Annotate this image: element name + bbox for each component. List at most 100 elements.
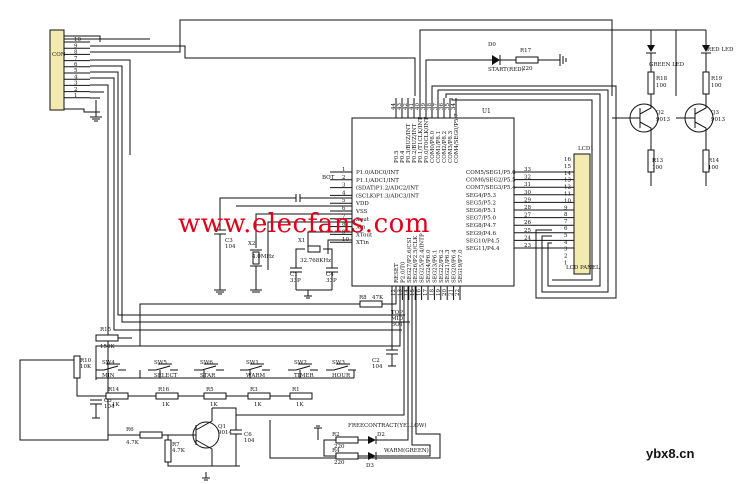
d0-label: START(RED)	[488, 66, 524, 73]
connector-ref: CON	[52, 52, 66, 58]
r6-ref: R6	[126, 427, 134, 433]
switch-ref: SW6	[200, 360, 213, 366]
d3-ref: D3	[366, 463, 374, 469]
mcu-pin-name: COM4/SEG0/P5.7	[454, 113, 460, 163]
mcu-pin-name: SEG7/P5.0	[466, 216, 496, 222]
mcu-pin-number: 41	[409, 103, 415, 110]
capacitor-c6: C6 104	[230, 429, 255, 466]
lcd-pin-number: 8	[564, 212, 568, 218]
mcu-pin-number: 3	[342, 183, 346, 189]
resistor-r3: R3 1K	[247, 387, 271, 408]
green-led: GREEN LED	[611, 30, 685, 72]
resistor-value: 1K	[210, 402, 218, 408]
switch-ref: SW3	[332, 360, 345, 366]
resistor-value: 1K	[112, 402, 120, 408]
resistor-value: 1K	[254, 402, 262, 408]
r14b-value: 100	[708, 165, 719, 171]
lcd-pin-number: 9	[564, 205, 568, 211]
c5-ref: C5	[104, 398, 112, 404]
mcu-pin-name: COM7/SEG3/P5.4	[466, 185, 516, 191]
c2-ref: C2	[372, 358, 380, 364]
mcu-pin-number: 35	[445, 103, 451, 110]
q2-ref: Q2	[656, 110, 664, 116]
mcu-pin-name: COM2/P8.2	[442, 131, 448, 163]
net-label-bot-2: BOT	[391, 322, 404, 328]
switch-contact	[288, 363, 318, 371]
d3-label: WARM(GREEN)	[384, 447, 429, 454]
mcu-pin-name: VDD	[355, 201, 369, 207]
resistor-r13: R13 100	[647, 149, 664, 186]
led-d2-freecontract: FREECONTRACT(YELLOW) D2	[348, 422, 427, 444]
mcu-pin-number: 42	[403, 103, 409, 110]
resistor-ref: R1	[292, 387, 300, 393]
red-led-label: RED LED	[707, 47, 734, 53]
c3-value: 104	[225, 244, 236, 250]
resistor-body	[105, 392, 129, 400]
connector-pin-number: 2	[74, 87, 78, 93]
mcu-pin-number: 40	[415, 103, 421, 110]
mcu-pin-number: 20	[442, 289, 448, 296]
watermark-text: www.elecfans.com	[178, 209, 430, 239]
q2-value: 9013	[656, 117, 670, 123]
r4-ref: R4	[332, 448, 340, 454]
lcd-pin-number: 6	[564, 226, 568, 232]
mcu-pin-number: 43	[397, 103, 403, 110]
switch-label: WARM	[246, 373, 265, 379]
mcu-pin-name: COM3/P8.3	[448, 130, 454, 163]
mcu-pin-number: 6	[342, 206, 346, 212]
c4-ref: C4	[326, 272, 334, 278]
mcu-pin-number: 19	[436, 289, 442, 296]
resistor-ref: R3	[250, 387, 258, 393]
connector-pin-number: 10	[74, 37, 81, 43]
mcu-pin-name: SEG4/P5.3	[466, 193, 496, 199]
lcd-pin-number: 1	[564, 261, 568, 267]
c6-value: 104	[244, 438, 255, 444]
mcu-ref: U1	[482, 108, 491, 115]
switch-label: SELECT	[154, 373, 178, 379]
lcd-pin-number: 13	[564, 178, 571, 184]
switch-ref: SW2	[294, 360, 307, 366]
mcu-pin-name: SEG11/P4.4	[466, 246, 500, 252]
mcu-pin-number: 21	[449, 289, 455, 296]
q3-ref: Q3	[711, 110, 720, 116]
r8-value: 47K	[372, 295, 384, 301]
connector-pin-number: 3	[74, 81, 78, 87]
resistor-r8: R8 47K	[139, 295, 384, 346]
capacitor-c4: C4 33P	[326, 267, 338, 290]
c6-ref: C6	[244, 432, 252, 438]
mcu-pin-name: SEG21/P6.3	[445, 249, 451, 283]
r19-ref: R19	[711, 76, 723, 82]
r18-ref: R18	[656, 76, 668, 82]
r13-value: 100	[652, 165, 663, 171]
resistor-r17: R17 220	[515, 48, 567, 72]
resistor-r18: R18 100	[647, 71, 668, 95]
resistor-r14-top: R14 100	[702, 149, 720, 186]
resistor-value: 1K	[162, 402, 170, 408]
r19-value: 100	[711, 83, 722, 89]
net-label-bot: BOT	[322, 175, 335, 181]
mcu-pin-number: 29	[524, 197, 531, 203]
mcu-pin-name: P1.0/ADC0/INT	[356, 170, 399, 176]
capacitor-c5: C5 104	[90, 398, 115, 419]
mcu-pin-number: 1	[342, 167, 346, 173]
transistor-q3: Q3 9013	[676, 94, 725, 150]
r8-ref: R8	[359, 295, 367, 301]
switch-ref: SW5	[154, 360, 167, 366]
mcu-pin-name: SEG20/P6.4	[452, 249, 458, 283]
net-label-mid: MID	[391, 316, 404, 322]
mcu-pin-name: SEG9/P4.6	[466, 231, 496, 237]
connector-pin-number: 8	[74, 50, 78, 56]
mcu-pin-number: 30	[524, 190, 531, 196]
mcu-pin-number: 22	[455, 289, 461, 296]
mcu-pin-number: 34	[451, 103, 457, 110]
mcu-pin-name: P0.2/BUZ/INT	[412, 123, 418, 163]
resistor-r4: R4 220	[332, 448, 359, 466]
